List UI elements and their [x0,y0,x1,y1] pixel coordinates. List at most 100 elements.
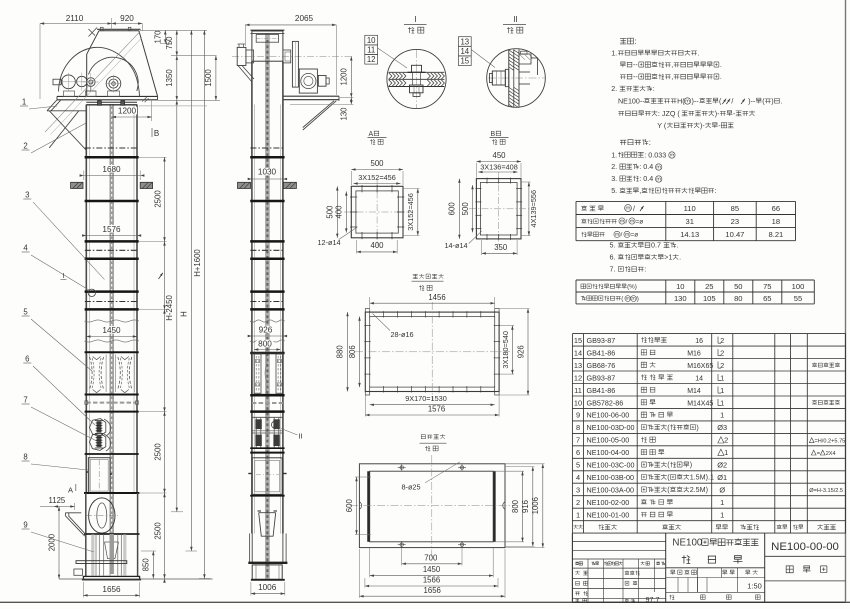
svg-text:11: 11 [574,386,582,395]
svg-text:0.7: 0.7 [651,242,661,250]
svg-text:8: 8 [576,423,580,432]
svg-text:.: . [720,61,722,69]
svg-text:916: 916 [521,500,530,513]
svg-text:)--: )-- [748,97,756,105]
svg-text:80: 80 [734,294,742,303]
svg-text:(: ( [667,486,670,494]
svg-text:1200: 1200 [339,67,348,85]
svg-text:): ) [771,97,773,105]
svg-text:1500: 1500 [204,69,213,87]
svg-text::: : [653,85,655,93]
svg-text:18: 18 [772,217,780,226]
svg-text:: 0.033: : 0.033 [644,151,666,159]
svg-text:2065: 2065 [295,14,314,23]
svg-text:1.: 1. [611,151,617,159]
svg-text:NE100-04-00: NE100-04-00 [587,448,630,457]
svg-text:): ) [696,424,698,432]
svg-text:(: ( [667,461,670,469]
svg-text:97.7: 97.7 [646,595,660,604]
svg-text::: : [649,138,651,147]
svg-text:1680: 1680 [102,165,121,174]
svg-text:4: 4 [576,473,580,482]
svg-text:1200: 1200 [118,107,137,116]
svg-text:75: 75 [763,282,771,291]
svg-text:50: 50 [734,282,742,291]
svg-text:14.13: 14.13 [680,230,699,239]
svg-text:,: , [639,187,641,195]
svg-text:400: 400 [335,205,344,219]
svg-text:=H/0.2+5.75: =H/0.2+5.75 [815,438,846,444]
svg-text:.: . [780,97,782,105]
svg-text:6: 6 [576,448,580,457]
svg-text:Ø: Ø [719,486,725,495]
svg-text:500: 500 [326,205,335,219]
svg-text:23: 23 [731,217,739,226]
svg-text:A: A [369,131,374,138]
svg-text:10.47: 10.47 [725,230,744,239]
svg-text:H(: H( [677,97,685,105]
svg-text:2500: 2500 [154,522,163,540]
svg-text:170: 170 [154,30,163,44]
svg-text:2: 2 [720,348,724,357]
svg-text:55: 55 [794,294,802,303]
svg-text:10: 10 [367,36,376,45]
svg-text:H: H [180,311,189,317]
svg-text:/: / [731,97,733,105]
svg-text:850: 850 [141,558,150,572]
svg-text:1: 1 [720,411,724,420]
svg-text:1450: 1450 [102,326,121,335]
svg-text:GB41-86: GB41-86 [587,386,616,395]
svg-text:: JZQ (: : JZQ ( [658,110,680,118]
svg-text::: : [715,187,717,195]
svg-text:2.5M): 2.5M) [690,486,708,494]
svg-text:>1: >1 [664,254,672,262]
svg-text:-: - [718,122,721,130]
svg-text:2: 2 [23,142,27,151]
svg-text:): ) [690,461,692,469]
svg-text:II: II [298,432,302,441]
svg-text:31: 31 [685,217,693,226]
svg-text::: : [644,266,646,274]
svg-text:28-ø16: 28-ø16 [390,330,413,339]
svg-text:M14: M14 [687,388,701,395]
svg-text:450: 450 [492,151,506,160]
svg-text:GB93-87: GB93-87 [587,336,616,345]
svg-text:NE100-05-00: NE100-05-00 [587,436,630,445]
svg-text:2110: 2110 [66,14,84,23]
svg-text:1: 1 [576,511,580,520]
svg-text:2500: 2500 [154,190,163,208]
svg-text:5.: 5. [610,242,616,250]
svg-text:7.: 7. [610,266,616,274]
svg-text:/: / [626,219,628,226]
svg-text:(: ( [621,296,624,303]
svg-text:=ø: =ø [631,232,639,239]
svg-text:(: ( [762,97,765,105]
svg-text:1006: 1006 [531,497,540,514]
svg-text:NE100-03C-00: NE100-03C-00 [587,461,635,470]
svg-text:=: = [817,451,820,457]
svg-text:3.: 3. [611,175,617,183]
svg-text:7: 7 [576,436,580,445]
svg-text:GB68-76: GB68-76 [587,361,616,370]
svg-text:Ø3: Ø3 [717,423,727,432]
svg-text:NE100-01-00: NE100-01-00 [587,511,630,520]
svg-text:1: 1 [724,448,728,457]
svg-text:2500: 2500 [154,443,163,461]
svg-text:4: 4 [23,244,28,253]
svg-text:9: 9 [23,521,27,530]
svg-text:II: II [513,15,517,24]
svg-text:6: 6 [25,355,29,364]
svg-text:1.5M).1: 1.5M).1 [690,474,714,482]
svg-text:)--: )-- [692,97,700,105]
svg-text:(%): (%) [627,284,637,291]
svg-text:1656: 1656 [102,585,121,594]
svg-text:M14X45: M14X45 [687,400,713,407]
svg-text:85: 85 [731,204,739,213]
svg-text:/: / [633,206,635,213]
svg-text:-: - [733,110,736,118]
svg-text:1576: 1576 [428,405,445,414]
svg-text:8-ø25: 8-ø25 [401,483,420,492]
svg-text:12-ø14: 12-ø14 [317,238,340,247]
svg-text:NE100-03A-00: NE100-03A-00 [587,486,635,495]
svg-text:130: 130 [674,294,687,303]
